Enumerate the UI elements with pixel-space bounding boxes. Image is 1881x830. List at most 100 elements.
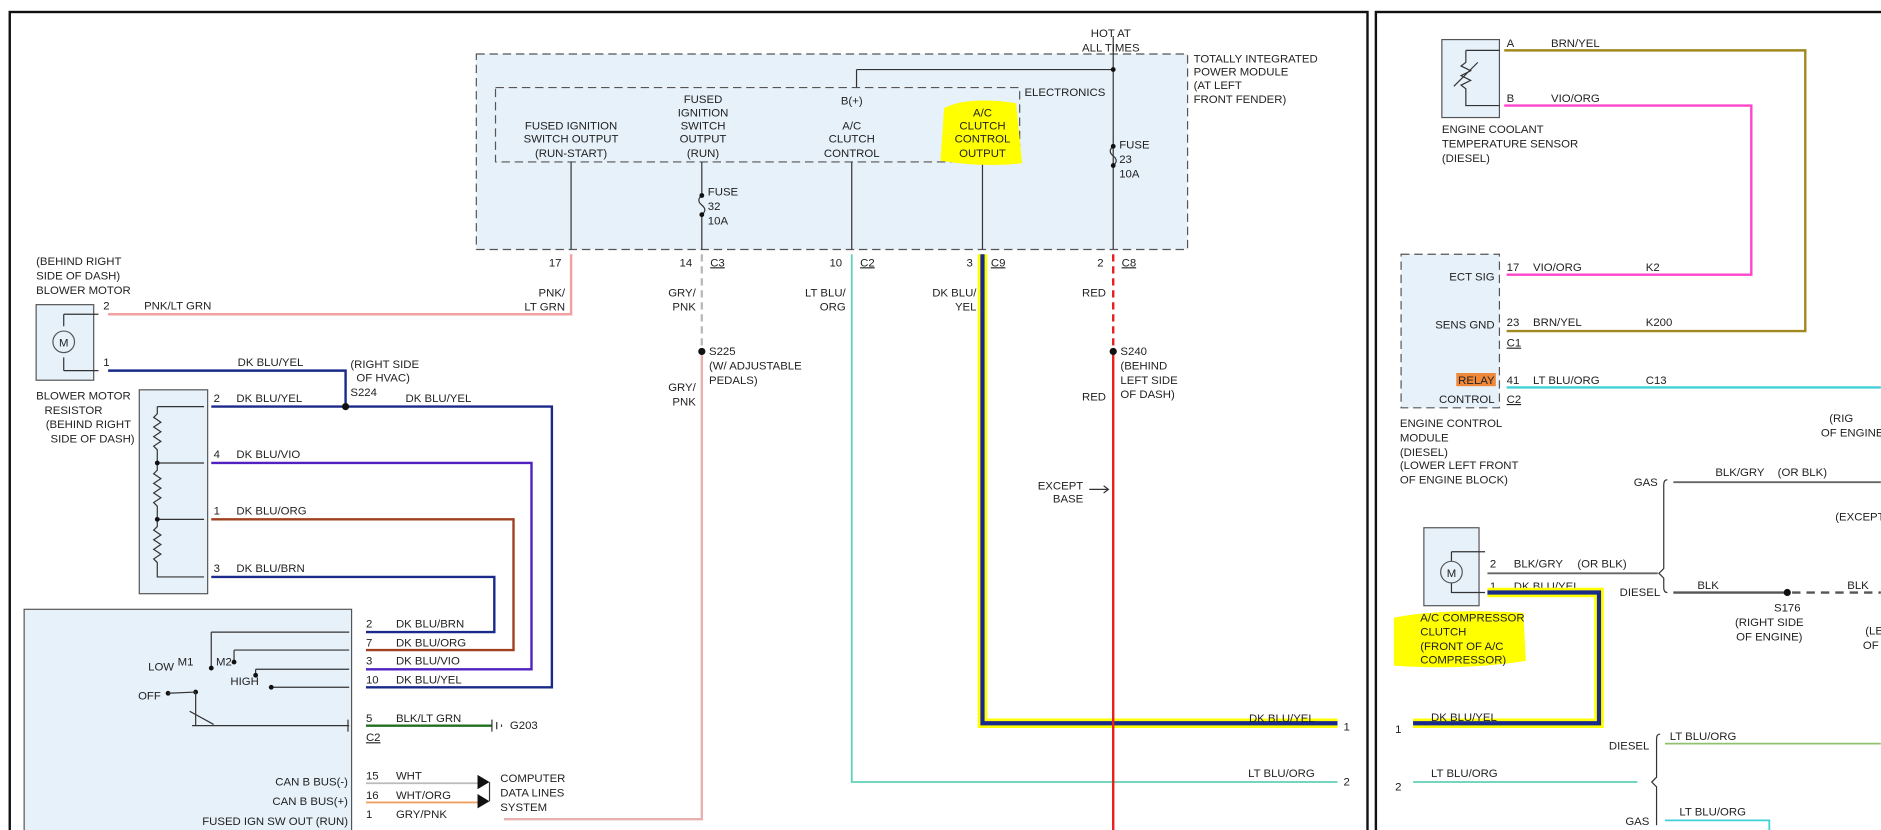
wire-label: GRY/ [668, 382, 696, 394]
component-label: A/C COMPRESSOR [1420, 612, 1524, 624]
pin-number: 41 [1507, 375, 1520, 387]
relay-highlight [1456, 373, 1496, 387]
wire-brn-yel[interactable] [1504, 49, 1807, 333]
left-panel-frame [8, 10, 1369, 830]
motor-icon [1440, 560, 1463, 584]
cut-label: (RIG [1829, 413, 1853, 425]
ac-compressor-clutch: M 2 BLK/GRY (OR BLK) 1 DK BLU/YEL A/C CO… [1393, 527, 1658, 729]
switch-position-m1: M1 [178, 657, 194, 669]
wire-label: DK BLU/ [932, 287, 977, 299]
splice-s240 [1109, 347, 1117, 356]
wire-label: VIO/ORG [1533, 262, 1582, 274]
component-label: (DIESEL) [1400, 447, 1448, 459]
output-label: CLUTCH [959, 121, 1005, 133]
pin-function: SENS GND [1435, 320, 1494, 332]
wire-label: DK BLU/YEL [238, 357, 304, 369]
pin-number: 23 [1507, 317, 1520, 329]
cavity-label: K200 [1646, 317, 1673, 329]
pin-number: 15 [366, 771, 379, 783]
wire-label: PNK [672, 396, 696, 408]
ground-label: G203 [510, 720, 538, 732]
fuse-label: 32 [708, 201, 721, 213]
wire-label: WHT [396, 771, 422, 783]
pin-number: 3 [214, 563, 220, 575]
wire-dk-blu-yel[interactable] [211, 405, 554, 689]
wire-dk-blu-yel[interactable] [108, 369, 347, 407]
connector-id: C3 [710, 257, 725, 269]
pin-number: 17 [549, 257, 562, 269]
wire-dk-blu-vio[interactable] [211, 461, 533, 671]
splice-label: OF ENGINE) [1736, 631, 1803, 643]
pin-number: 2 [1344, 777, 1350, 789]
system-label: DATA LINES [500, 787, 564, 799]
wire-dk-blu-yel[interactable] [980, 254, 1338, 726]
wire-label: PNK/ [539, 287, 566, 299]
system-label: SYSTEM [500, 802, 547, 814]
output-label: CONTROL [824, 148, 880, 160]
variant-label: DIESEL [1609, 741, 1649, 753]
bplus-label: B(+) [841, 95, 863, 107]
connector-id: C2 [366, 732, 381, 744]
component-label: ENGINE COOLANT [1442, 124, 1544, 136]
wire-label: ORG [820, 302, 846, 314]
wire-label: VIO/ORG [1551, 93, 1600, 105]
pin-label: CAN B BUS(+) [272, 796, 348, 808]
splice-label: LEFT SIDE [1120, 375, 1178, 387]
wire-label: LT BLU/ORG [1431, 768, 1498, 780]
pin-number: 2 [1097, 257, 1103, 269]
arrow-icon [477, 774, 490, 809]
output-label: (RUN) [687, 148, 719, 160]
splice-label: (RIGHT SIDE [350, 359, 419, 371]
ground-branch: GAS DIESEL BLK/GRY (OR BLK) BLK BLK S176… [1620, 467, 1881, 643]
switch-position-m2: M2 [216, 657, 232, 669]
wire-label: BRN/YEL [1551, 38, 1600, 50]
note-label: BASE [1053, 494, 1084, 506]
wire-label: BRN/YEL [1533, 317, 1582, 329]
wire-label: (OR BLK) [1778, 467, 1828, 479]
splice-s176 [1783, 588, 1791, 597]
wire-label: LT BLU/ORG [1670, 731, 1737, 743]
wire-label: DK BLU/BRN [396, 618, 464, 630]
wire-gry-pnk[interactable] [503, 351, 704, 821]
pin-function: ECT SIG [1449, 272, 1494, 284]
wire-vio-org[interactable] [1504, 104, 1753, 276]
pin-number: 3 [366, 655, 372, 667]
wire-label: PNK [672, 302, 696, 314]
wire-highlight [977, 254, 1338, 729]
connector-id: C8 [1122, 257, 1137, 269]
output-label: IGNITION [678, 107, 729, 119]
pin-number: 2 [214, 393, 220, 405]
highlight-mark [1393, 611, 1526, 668]
pin-number: 14 [680, 257, 693, 269]
pin-number: 1 [214, 506, 220, 518]
component-label: SIDE OF DASH) [51, 434, 135, 446]
wire-label: PNK/LT GRN [144, 300, 211, 312]
output-label: SWITCH [681, 121, 726, 133]
wire-dk-blu-org[interactable] [211, 518, 515, 652]
component-label: ENGINE CONTROL [1400, 418, 1502, 430]
wire-lt-blu-org[interactable] [1664, 819, 1771, 830]
pin-number: 16 [366, 790, 379, 802]
wire-pnk-ltgrn[interactable] [108, 254, 573, 316]
wire-dk-blu-yel[interactable] [1413, 590, 1602, 726]
splice-label: (RIGHT SIDE [1735, 617, 1804, 629]
wire-lt-blu-org[interactable] [850, 254, 1338, 783]
splice-label: S240 [1120, 346, 1147, 358]
output-label: FUSED [684, 94, 723, 106]
wire-label: GRY/PNK [396, 809, 447, 821]
wire-label: LT BLU/ORG [1679, 807, 1746, 819]
pin-number: 10 [366, 675, 379, 687]
highlight-mark [940, 100, 1023, 166]
connector-id: C9 [991, 257, 1006, 269]
motor-icon [52, 330, 76, 354]
variant-label: GAS [1634, 477, 1658, 489]
pin-label: FUSED IGN SW OUT (RUN) [202, 816, 348, 828]
wire-dk-blu-brn[interactable] [211, 575, 496, 634]
wire-label: RED [1082, 287, 1106, 299]
fuse-label: 10A [708, 215, 729, 227]
wire-label: BLK [1697, 580, 1719, 592]
component-label: BLOWER MOTOR [36, 390, 131, 402]
splice-label: S225 [709, 346, 736, 358]
pin-number: 1 [103, 357, 109, 369]
wire-label: RED [1082, 392, 1106, 404]
